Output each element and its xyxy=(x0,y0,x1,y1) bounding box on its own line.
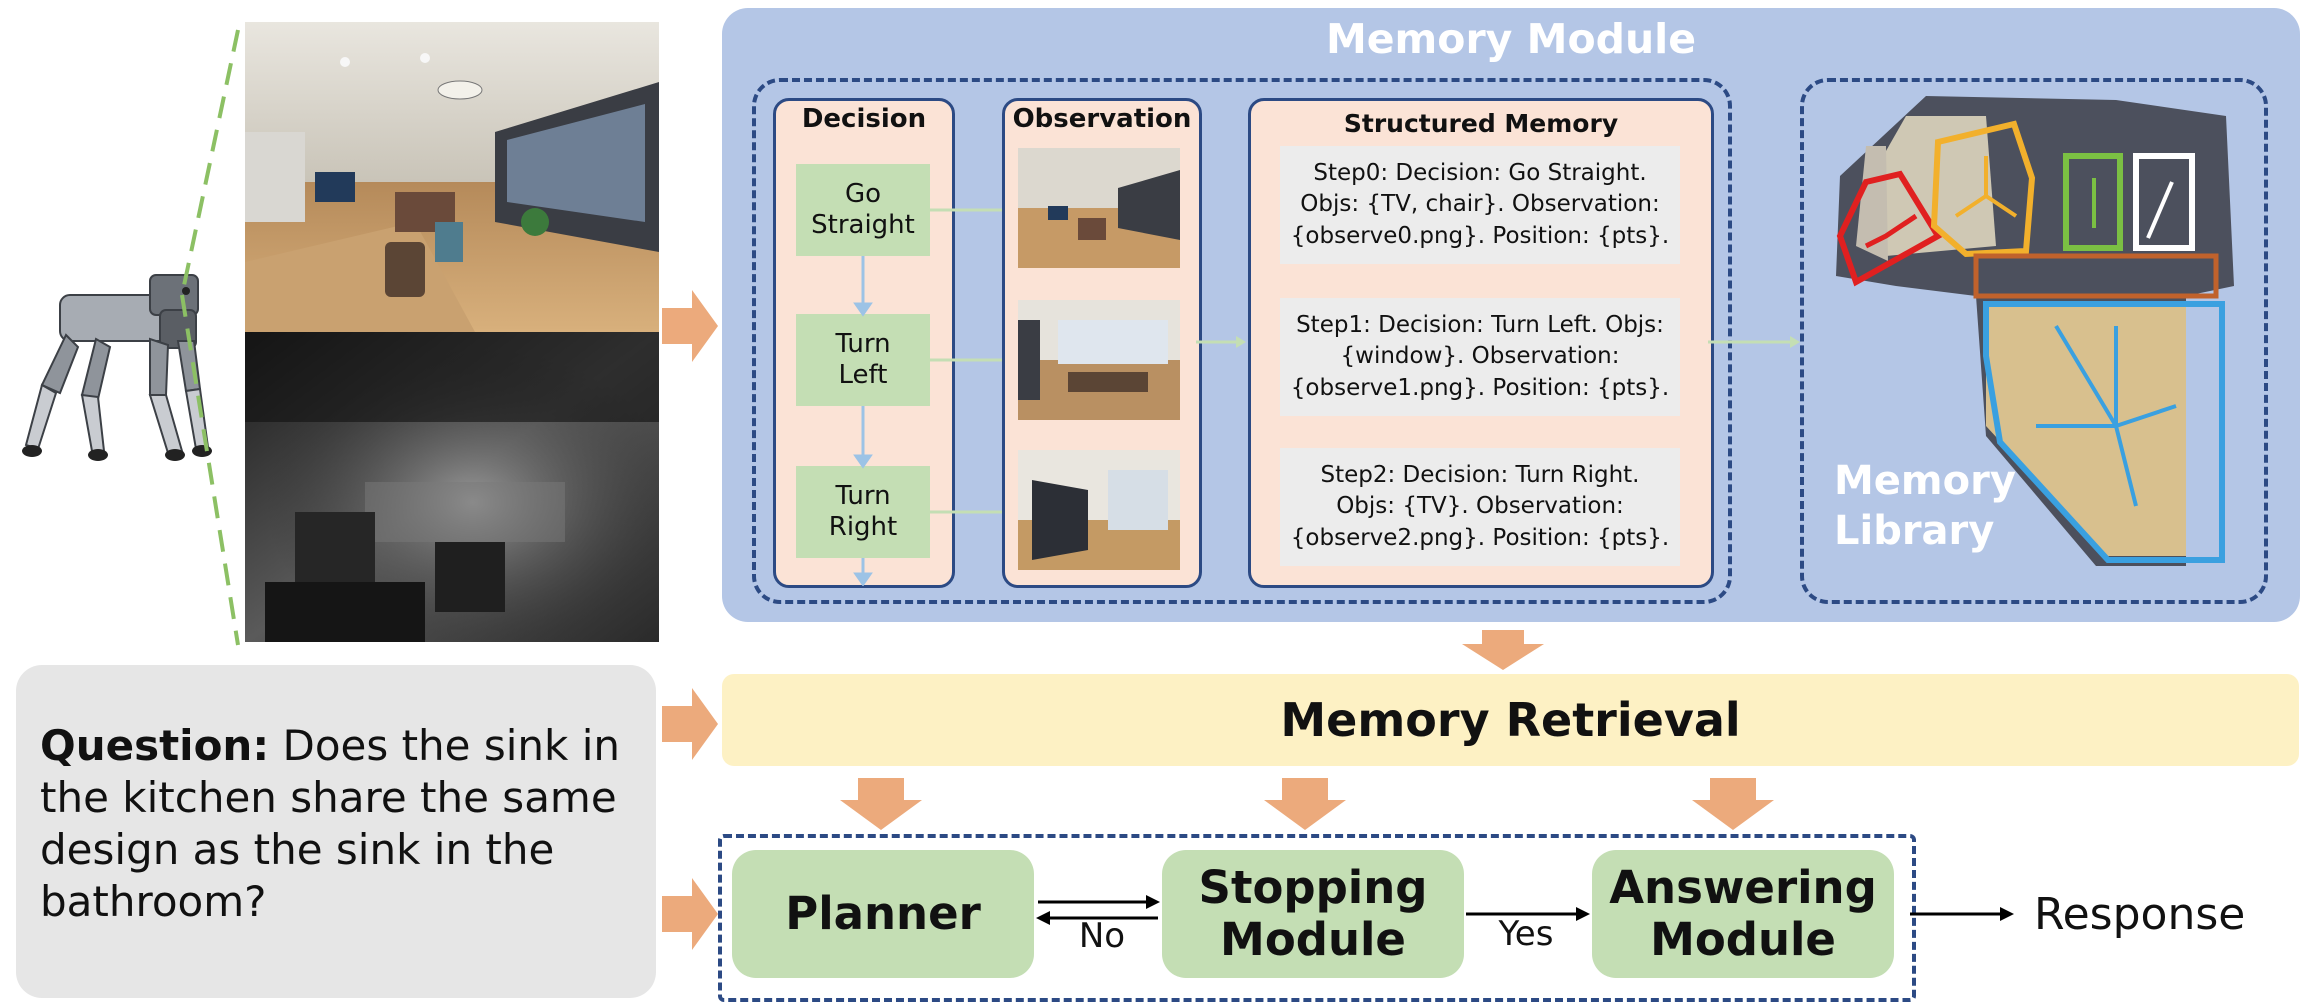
memory-library-label: Memory Library xyxy=(1834,458,2016,554)
decision-turn-right: Turn Right xyxy=(796,466,930,558)
pipeline-box xyxy=(718,834,1916,1002)
decision-go-straight: Go Straight xyxy=(796,164,930,256)
observation-column-title: Observation xyxy=(1012,104,1192,134)
decision-column-title: Decision xyxy=(801,104,927,134)
depth-observation-image xyxy=(245,332,659,642)
memory-to-retrieval-arrow xyxy=(1462,630,1544,670)
observation-thumbnail-2 xyxy=(1018,450,1180,570)
question-to-pipeline-arrow xyxy=(662,878,718,950)
stopping-module: Stopping Module xyxy=(1162,850,1464,978)
observation-thumbnail-0 xyxy=(1018,148,1180,268)
question-text: Question: Does the sink in the kitchen s… xyxy=(40,720,640,928)
structured-memory-entry-1: Step1: Decision: Turn Left. Objs: {windo… xyxy=(1280,298,1680,416)
question-box xyxy=(16,665,656,998)
memory-library-box xyxy=(1800,78,2268,604)
answering-to-response-arrow xyxy=(1910,907,2014,921)
structured-memory-title: Structured Memory xyxy=(1343,108,1619,138)
question-to-retrieval-arrow xyxy=(662,688,718,760)
question-label: Question: xyxy=(40,721,270,770)
memory-module-title: Memory Module xyxy=(1325,15,1697,63)
planner-module: Planner xyxy=(732,850,1034,978)
stopping-to-answering-arrow xyxy=(1466,907,1590,921)
memory-retrieval-bar: Memory Retrieval xyxy=(722,674,2299,766)
structured-memory-entry-2: Step2: Decision: Turn Right. Objs: {TV}.… xyxy=(1280,448,1680,566)
memory-library-map xyxy=(1836,96,2234,566)
yes-label: Yes xyxy=(1498,914,1554,954)
retrieval-to-planner-arrow xyxy=(840,778,922,830)
memory-to-library-arrow xyxy=(1708,336,1800,348)
robot-dog-illustration xyxy=(22,274,212,461)
answering-module: Answering Module xyxy=(1592,850,1894,978)
camera-view-lines xyxy=(180,29,240,646)
rgb-observation-image xyxy=(245,22,659,332)
no-label: No xyxy=(1078,916,1126,956)
question-body: Does the sink in the kitchen share the s… xyxy=(40,721,621,926)
observation-to-memory-arrow xyxy=(1196,336,1246,348)
rgb-to-memory-arrow xyxy=(662,290,718,362)
retrieval-to-answering-arrow xyxy=(1692,778,1774,830)
decision-flow-arrows xyxy=(853,256,873,586)
decision-turn-left: Turn Left xyxy=(796,314,930,406)
response-label: Response xyxy=(2034,889,2246,940)
retrieval-to-stopping-arrow xyxy=(1264,778,1346,830)
structured-memory-entry-0: Step0: Decision: Go Straight. Objs: {TV,… xyxy=(1280,146,1680,264)
observation-thumbnail-1 xyxy=(1018,300,1180,420)
planner-stopping-arrows xyxy=(1036,895,1160,925)
